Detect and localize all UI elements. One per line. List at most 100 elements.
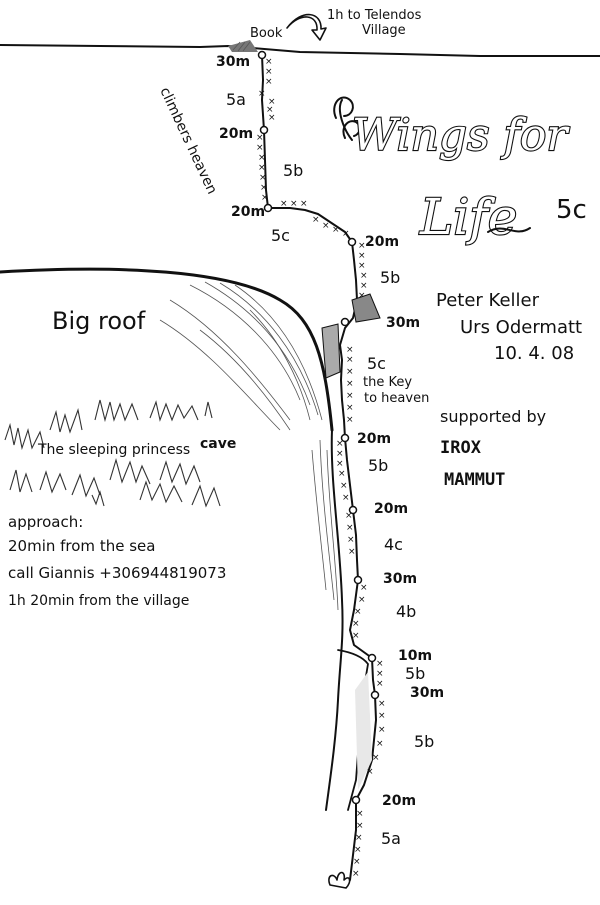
svg-text:×: × [358,261,366,271]
lower-corner-fill [355,672,372,790]
svg-text:×: × [265,77,273,87]
station-lengths: 30m 20m 20m 20m 30m 20m 20m 30m 10m 30m … [216,54,444,809]
svg-text:×: × [346,345,354,355]
svg-text:×: × [346,415,354,425]
station-length-1: 30m [216,54,250,70]
svg-text:×: × [352,869,360,879]
station-length-6: 20m [357,431,391,447]
pitch-grade-10: 5b [414,732,434,751]
title-line-2: Life [419,188,517,246]
svg-text:×: × [346,355,354,365]
supported-by-label: supported by [440,407,546,426]
top-shaded-block [228,40,258,52]
big-roof-line [0,267,334,432]
svg-text:×: × [376,739,384,749]
svg-text:×: × [312,215,320,225]
title-line-1: Wings for [352,110,570,161]
svg-text:×: × [348,547,356,557]
svg-text:×: × [338,469,346,479]
station-length-4: 20m [365,234,399,250]
pitch-grade-11: 5a [381,829,401,848]
cave-word: cave [200,436,236,452]
svg-text:×: × [356,821,364,831]
svg-text:×: × [360,583,368,593]
title-grade: 5c [556,195,587,225]
route-line [261,54,377,881]
svg-text:×: × [355,833,363,843]
svg-text:×: × [353,857,361,867]
pitch-grade-6: 5b [368,456,388,475]
pitch-grades: 5a 5b 5c 5b 5c 5b 4c 4b 5b 5b 5a [226,90,434,848]
svg-text:×: × [360,271,368,281]
svg-text:×: × [376,659,384,669]
belay-stations [257,50,380,805]
title-underline [487,227,531,233]
svg-text:×: × [342,493,350,503]
pitch-grade-7: 4c [384,535,403,554]
pitch-grade-5: 5c [367,354,386,373]
svg-text:×: × [280,199,288,209]
svg-text:×: × [376,679,384,689]
svg-text:×: × [342,229,350,239]
station-length-7: 20m [374,501,408,517]
pitch-grade-1: 5a [226,90,246,109]
svg-text:×: × [258,89,266,99]
svg-text:×: × [332,225,340,235]
svg-text:×: × [356,809,364,819]
cave-label: The sleeping princess [37,442,190,458]
key-block [321,323,341,379]
first-ascent-date: 10. 4. 08 [494,343,574,364]
svg-text:×: × [336,439,344,449]
cliff-top-edge [0,44,600,57]
svg-text:×: × [336,449,344,459]
svg-text:×: × [376,669,384,679]
svg-text:×: × [300,199,308,209]
svg-text:×: × [352,619,360,629]
approach-line-1: 20min from the sea [8,537,155,555]
svg-text:×: × [378,725,386,735]
top-hatching [232,41,251,52]
svg-text:×: × [258,153,266,163]
svg-text:×: × [258,163,266,173]
svg-text:×: × [340,481,348,491]
svg-text:×: × [259,173,267,183]
author-2: Urs Odermatt [460,317,582,338]
station-length-5: 30m [386,315,420,331]
svg-text:×: × [256,133,264,143]
village-arrow-icon [286,13,327,41]
svg-text:×: × [261,193,269,203]
svg-text:×: × [268,97,276,107]
pitch-grade-8: 4b [396,602,416,621]
climbers-heaven-label: climbers heaven [156,85,220,197]
bolt-markers: ××× ×××× ××× ×××× ××× ×××× ×××××× ××××××… [256,57,386,879]
pitch-grade-2: 5b [283,161,303,180]
svg-text:×: × [260,183,268,193]
svg-text:×: × [366,767,374,777]
svg-text:×: × [358,241,366,251]
svg-text:×: × [346,391,354,401]
book-label: Book [250,26,283,41]
roof-block [351,293,381,323]
svg-text:×: × [358,251,366,261]
cave-grass-hatching [4,399,221,508]
svg-text:×: × [336,459,344,469]
svg-text:×: × [346,379,354,389]
base-bush-icon [328,871,351,889]
approach-line-2: call Giannis +306944819073 [8,564,226,582]
station-length-2: 20m [219,126,253,142]
svg-text:×: × [352,631,360,641]
svg-text:×: × [345,511,353,521]
svg-text:×: × [346,367,354,377]
sponsor-irox: IROX [440,438,482,458]
big-roof-label: Big roof [52,307,146,335]
svg-text:×: × [354,845,362,855]
author-1: Peter Keller [436,290,540,311]
approach-title: approach: [8,513,83,531]
pitch-grade-4: 5b [380,268,400,287]
svg-text:×: × [378,711,386,721]
station-length-11: 20m [382,793,416,809]
approach-line-3: 1h 20min from the village [8,593,189,609]
roof-hatching [159,281,339,611]
station-length-10: 30m [410,685,444,701]
svg-text:×: × [372,753,380,763]
